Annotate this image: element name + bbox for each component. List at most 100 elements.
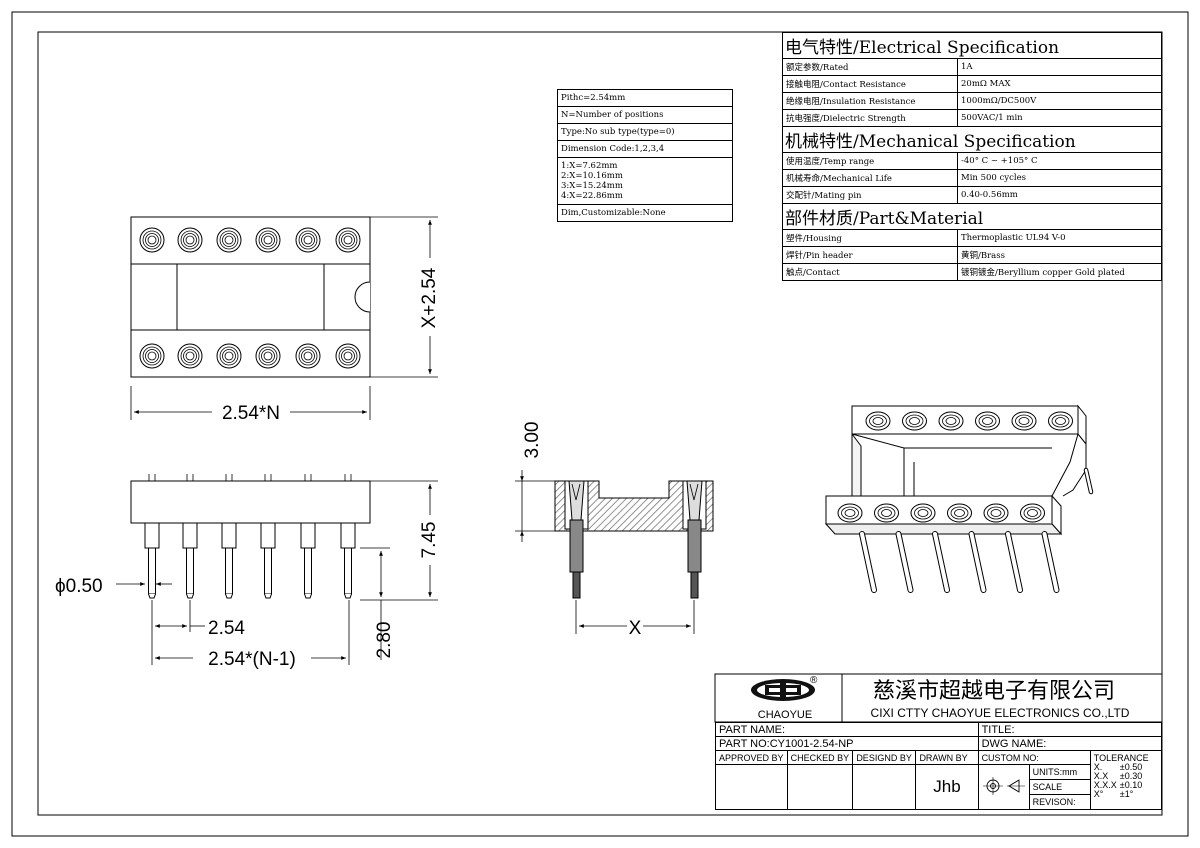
pin-hole xyxy=(177,227,203,253)
pin-hole xyxy=(837,503,863,523)
dwg-name-field: DWG NAME: xyxy=(977,736,1163,751)
pin xyxy=(300,474,316,599)
pin-hole xyxy=(902,411,927,431)
logo-registered-mark: ® xyxy=(810,675,818,686)
tolerance-title: TOLERANCE xyxy=(1093,753,1149,763)
designed-by-header: DESIGND BY xyxy=(852,750,917,765)
pin xyxy=(895,531,914,593)
pin-hole xyxy=(910,503,936,523)
electrical-header: 电气特性/Electrical Specification xyxy=(782,32,1162,59)
list-item: 3:X=15.24mm xyxy=(561,181,623,191)
pin-hole xyxy=(975,411,1000,431)
pin xyxy=(1041,531,1060,593)
pin xyxy=(182,474,198,599)
dim-row-spacing-label: X xyxy=(629,618,642,639)
type-note: Type:No sub type(type=0) xyxy=(557,123,733,141)
approved-by-header: APPROVED BY xyxy=(715,750,788,765)
pin xyxy=(260,474,276,599)
title-field: TITLE: xyxy=(977,722,1163,737)
projection-symbol-icon xyxy=(982,776,1025,795)
list-item: X.±0.50 xyxy=(1093,762,1143,772)
table-row: 使用温度/Temp range-40° C ~ +105° C xyxy=(782,152,1162,170)
company-name-en: CIXI CTTY CHAOYUE ELECTRONICS CO.,LTD xyxy=(871,706,1130,720)
pin-hole xyxy=(938,411,964,431)
company-logo xyxy=(751,679,815,701)
dim-length-label: 2.54*N xyxy=(222,403,280,424)
outer-border xyxy=(11,11,1189,837)
material-header: 部件材质/Part&Material xyxy=(782,203,1162,230)
pin-hole xyxy=(874,503,899,523)
pin xyxy=(859,531,877,593)
pin-hole xyxy=(1048,411,1073,431)
pitch-note: Pithc=2.54mm xyxy=(557,89,733,107)
pin xyxy=(144,474,160,599)
list-item: 1:X=7.62mm xyxy=(561,161,618,171)
spec-table: 电气特性/Electrical Specification 额定参数/Rated… xyxy=(782,32,1162,281)
pin-hole xyxy=(947,503,972,523)
pin-hole xyxy=(139,343,165,369)
pin-hole xyxy=(865,411,891,431)
pin-hole xyxy=(255,227,281,253)
custom-no-field: CUSTOM NO: xyxy=(977,750,1091,765)
positions-note: N=Number of positions xyxy=(557,106,733,124)
front-view xyxy=(116,474,438,665)
pin-hole xyxy=(216,227,242,253)
list-item: 2:X=10.16mm xyxy=(561,171,623,181)
pin-hole xyxy=(1011,411,1037,431)
pin-hole xyxy=(255,343,281,369)
tolerance-box: TOLERANCE X.±0.50 X.X±0.30 X.X.X±0.10 X°… xyxy=(1089,750,1163,810)
list-item: X°±1° xyxy=(1093,789,1134,799)
dim-pin-diameter-label: ϕ0.50 xyxy=(55,576,103,597)
scale-field: SCALE xyxy=(1030,780,1090,795)
revision-field: REVISON: xyxy=(1032,797,1076,807)
pin-hole xyxy=(216,343,242,369)
pin-holes-iso-back xyxy=(865,411,1073,431)
drawn-by-name: Jhb xyxy=(915,764,979,810)
dim-span-label: 2.54*(N-1) xyxy=(208,649,296,670)
checked-by-header: CHECKED BY xyxy=(786,750,854,765)
pin-hole xyxy=(335,343,361,369)
pin-hole xyxy=(983,503,1009,523)
pin-hole xyxy=(335,227,361,253)
pin-hole xyxy=(295,227,321,253)
part-name-field: PART NAME: xyxy=(715,722,979,737)
inner-border xyxy=(37,31,1163,816)
list-item: 4:X=22.86mm xyxy=(561,191,623,201)
dim-top-height-label: 3.00 xyxy=(522,422,543,459)
drawn-by-header: DRAWN BY xyxy=(915,750,979,765)
customizable-note: Dim,Customizable:None xyxy=(557,204,733,222)
units-field: UNITS:mm xyxy=(1030,766,1090,780)
title-block: PART NAME: TITLE: PART NO:CY1001-2.54-NP… xyxy=(715,722,1163,810)
dim-body-height-label: 7.45 xyxy=(419,522,440,559)
pin xyxy=(968,531,987,593)
dim-height-x-label: X+2.54 xyxy=(419,267,440,328)
dim-pitch-label: 2.54 xyxy=(208,618,245,639)
pin-hole xyxy=(139,227,165,253)
parameter-table: Pithc=2.54mm N=Number of positions Type:… xyxy=(557,89,733,222)
pin-holes-top xyxy=(139,227,361,369)
projection-symbol-cell xyxy=(977,764,1030,810)
list-item: X.X.X±0.10 xyxy=(1093,780,1143,790)
section-view xyxy=(515,470,714,634)
pin xyxy=(221,474,237,599)
units-scale-cell: UNITS:mm SCALE REVISON: xyxy=(1028,764,1091,810)
pin-hole xyxy=(295,343,321,369)
pin xyxy=(1005,531,1023,593)
list-item: X.X±0.30 xyxy=(1093,771,1143,781)
top-view xyxy=(130,216,438,420)
company-name-cn: 慈溪市超越电子有限公司 xyxy=(873,679,1115,704)
pins-front xyxy=(144,474,356,599)
dim-pin-length-label: 2.80 xyxy=(374,622,395,659)
pin-holes-iso-front xyxy=(837,503,1045,523)
part-no-field: PART NO:CY1001-2.54-NP xyxy=(715,736,979,751)
pin xyxy=(932,531,950,593)
pin-hole xyxy=(177,343,203,369)
dimension-list: 1:X=7.62mm 2:X=10.16mm 3:X=15.24mm 4:X=2… xyxy=(557,157,733,205)
